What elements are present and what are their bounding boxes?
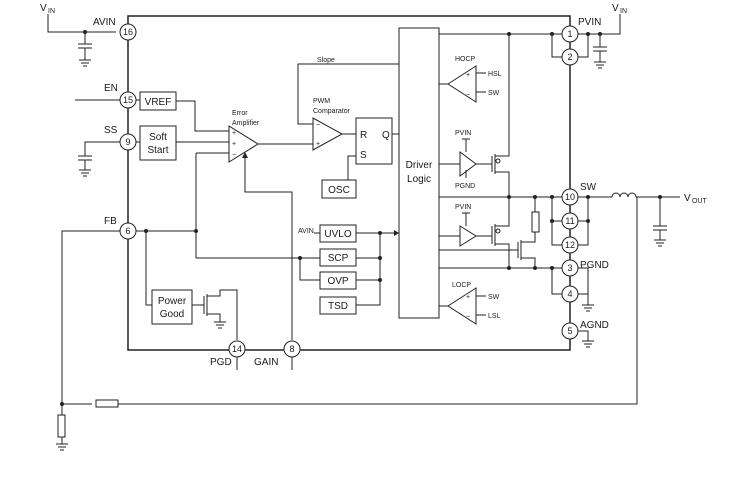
pin-12-num: 12 (565, 240, 575, 250)
pin-10-num: 10 (565, 192, 575, 202)
locp-in-plus: SW (488, 294, 500, 301)
pin-8-num: 8 (289, 344, 294, 354)
osc-label: OSC (328, 185, 350, 196)
pwm-comp-label-1: PWM (313, 98, 330, 105)
svg-text:−: − (232, 152, 236, 159)
uvlo-label: UVLO (324, 229, 351, 240)
vref-label: VREF (145, 97, 172, 108)
vin-left-sub: IN (48, 8, 55, 15)
ovp-label: OVP (327, 276, 348, 287)
fb-resistor-bottom (57, 414, 66, 438)
svg-text:+: + (232, 130, 236, 137)
pin-4-num: 4 (567, 289, 572, 299)
rs-latch (355, 117, 393, 165)
pin-14-num: 14 (232, 344, 242, 354)
hocp-in-minus: SW (488, 90, 500, 97)
pin-avin-label: AVIN (93, 17, 116, 28)
pin-16 (119, 23, 137, 41)
locp-in-minus: LSL (488, 313, 501, 320)
pwm-comp-label-2: Comparator (313, 108, 351, 115)
pin-2-num: 2 (567, 52, 572, 62)
pin-1-num: 1 (567, 29, 572, 39)
soft-start-block (139, 125, 177, 161)
locp-title: LOCP (452, 282, 471, 289)
pin-fb-label: FB (104, 216, 117, 227)
sense-resistor (531, 211, 540, 233)
hocp-in-plus: HSL (488, 71, 502, 78)
pin-11-num: 11 (565, 216, 574, 226)
svg-text:+: + (316, 141, 320, 148)
soft-start-label-2: Start (147, 145, 168, 156)
error-amp-label-1: Error (232, 110, 248, 117)
latch-q: Q (382, 130, 390, 141)
soft-start-label-1: Soft (149, 132, 167, 143)
ic-outline (127, 15, 571, 351)
hocp-comparator (447, 65, 477, 103)
hs-supply-label: PVIN (455, 130, 471, 137)
pin-5-num: 5 (567, 326, 572, 336)
svg-text:−: − (466, 92, 470, 99)
pin-3-num: 3 (567, 263, 572, 273)
vin-left-supply: V IN (40, 3, 116, 67)
driver-logic-label-2: Logic (407, 174, 431, 185)
svg-text:−: − (466, 314, 470, 321)
error-amplifier (228, 125, 259, 163)
vout-label: V (684, 193, 691, 204)
vin-right-sub: IN (620, 8, 627, 15)
pin-15-num: 15 (123, 95, 133, 105)
ls-supply-label: PVIN (455, 204, 471, 211)
power-good-block (151, 289, 193, 325)
pin-agnd-label: AGND (580, 320, 609, 331)
pin-pgnd-label: PGND (580, 260, 609, 271)
fb-resistor-top (95, 399, 119, 408)
pin-9-num: 9 (125, 137, 130, 147)
slope-label: Slope (317, 57, 335, 64)
scp-label: SCP (328, 253, 349, 264)
pin-pvin-label: PVIN (578, 17, 601, 28)
driver-logic-block (398, 27, 440, 319)
pwm-comparator (312, 117, 344, 151)
svg-text:+: + (466, 72, 470, 79)
tsd-label: TSD (328, 301, 348, 312)
pin-sw-label: SW (580, 182, 597, 193)
pin-gain-label: GAIN (254, 357, 278, 368)
pin-ss-label: SS (104, 125, 118, 136)
pin-en-label: EN (104, 83, 118, 94)
ls-driver (459, 225, 477, 247)
svg-text:+: + (232, 141, 236, 148)
hs-gnd-label: PGND (455, 183, 475, 190)
pin-pgd-label: PGD (210, 357, 232, 368)
power-good-label-1: Power (158, 296, 187, 307)
hocp-title: HOCP (455, 56, 476, 63)
locp-comparator (447, 287, 477, 325)
power-good-label-2: Good (160, 309, 184, 320)
latch-s: S (360, 150, 367, 161)
vout-sub: OUT (692, 198, 708, 205)
uvlo-avin-label: AVIN (298, 228, 314, 235)
pin-6-num: 6 (125, 226, 130, 236)
driver-logic-label-1: Driver (406, 160, 433, 171)
inductor (611, 192, 637, 198)
vin-left-label: V (40, 3, 47, 14)
latch-r: R (360, 130, 367, 141)
svg-text:+: + (466, 294, 470, 301)
osc-block (321, 179, 357, 199)
pin-16-num: 16 (123, 27, 133, 37)
svg-text:−: − (316, 122, 320, 129)
hs-driver (459, 151, 477, 177)
error-amp-label-2: Amplifier (232, 120, 260, 127)
vin-right-label: V (612, 3, 619, 14)
